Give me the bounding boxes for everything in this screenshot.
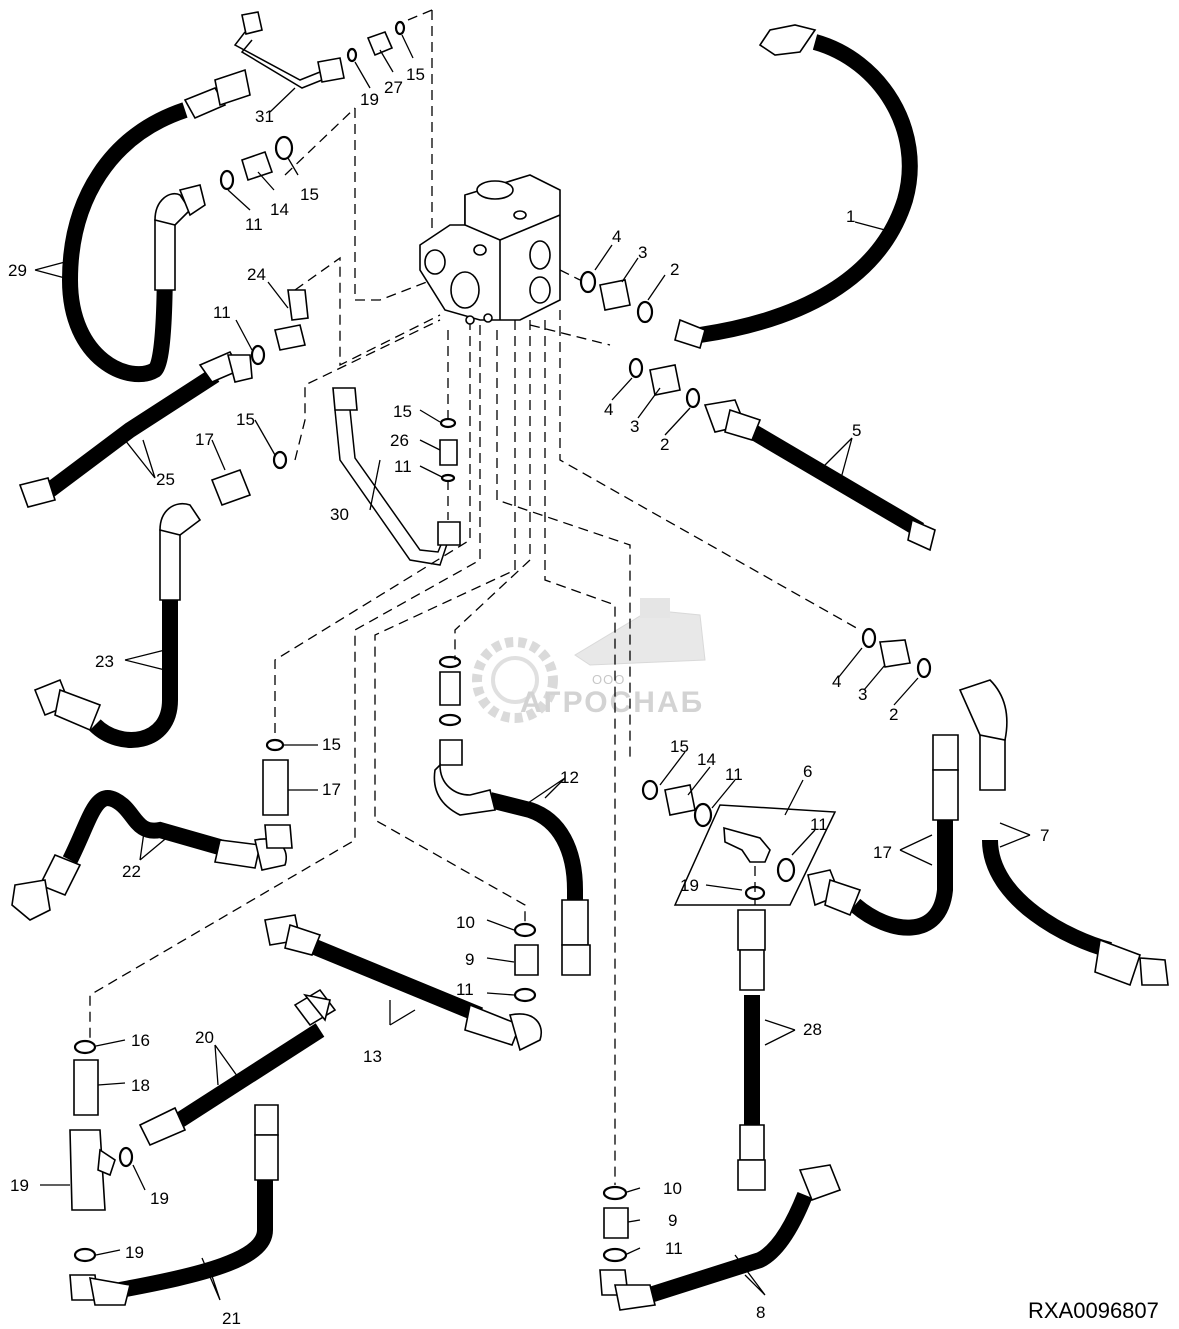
callout-15: 15 — [670, 737, 689, 756]
callout-labels: 1 2 2 2 3 3 3 4 4 4 5 6 7 8 9 9 10 10 11… — [8, 65, 1049, 1328]
callout-31: 31 — [255, 107, 274, 126]
callout-24: 24 — [247, 265, 266, 284]
callout-19: 19 — [360, 90, 379, 109]
fittings — [69, 20, 932, 1263]
callout-23: 23 — [95, 652, 114, 671]
watermark: ООО АГРОСНАБ — [472, 598, 706, 723]
callout-25: 25 — [156, 470, 175, 489]
callout-14: 14 — [697, 750, 716, 769]
callout-2: 2 — [670, 260, 679, 279]
callout-2: 2 — [889, 705, 898, 724]
callout-4: 4 — [604, 400, 613, 419]
tube-30 — [332, 387, 461, 566]
callout-29: 29 — [8, 261, 27, 280]
leader-lines — [34, 34, 1031, 1301]
callout-27: 27 — [384, 78, 403, 97]
callout-17: 17 — [195, 430, 214, 449]
hose-12 — [433, 739, 591, 976]
callout-11: 11 — [394, 457, 412, 476]
callout-30: 30 — [330, 505, 349, 524]
callout-18: 19 — [10, 1176, 29, 1195]
callout-28: 28 — [803, 1020, 822, 1039]
hose-5 — [703, 399, 936, 552]
watermark-name: АГРОСНАБ — [520, 686, 704, 719]
assembly-dashed-lines — [89, 9, 861, 1185]
callout-11: 11 — [456, 980, 474, 999]
callout-21: 21 — [222, 1309, 241, 1328]
hose-29 — [61, 68, 251, 382]
hose-1 — [674, 24, 918, 350]
callout-12: 12 — [560, 768, 579, 787]
callout-13: 13 — [363, 1047, 382, 1066]
callout-19: 19 — [150, 1189, 169, 1208]
callout-10: 10 — [456, 913, 475, 932]
callout-11: 11 — [213, 303, 231, 322]
callout-1: 1 — [846, 207, 855, 226]
tube-31 — [233, 11, 345, 89]
hose-13 — [264, 914, 542, 1052]
hose-28 — [737, 909, 766, 1191]
callout-3: 3 — [638, 243, 647, 262]
hose-7 — [958, 679, 1169, 987]
hose-20 — [138, 988, 337, 1147]
hose-23 — [33, 503, 202, 748]
callout-14: 14 — [270, 200, 289, 219]
hose-8 — [599, 1164, 842, 1311]
callout-11: 11 — [810, 815, 828, 834]
callout-3: 3 — [630, 417, 639, 436]
callout-15: 15 — [300, 185, 319, 204]
callout-2: 2 — [660, 435, 669, 454]
callout-15: 15 — [322, 735, 341, 754]
callout-15: 16 — [131, 1031, 150, 1050]
callout-11: 11 — [245, 215, 263, 234]
watermark-prefix: ООО — [592, 672, 625, 687]
callout-10: 10 — [663, 1179, 682, 1198]
callout-20: 20 — [195, 1028, 214, 1047]
callout-17: 18 — [131, 1076, 150, 1095]
callout-7: 7 — [1040, 826, 1049, 845]
callout-4: 4 — [832, 672, 841, 691]
hose-25 — [18, 350, 253, 508]
callout-3: 3 — [858, 685, 867, 704]
callout-15: 15 — [406, 65, 425, 84]
hose-21 — [69, 1104, 279, 1306]
hose-22 — [11, 790, 287, 921]
callout-9: 9 — [465, 950, 474, 969]
callout-19: 19 — [125, 1243, 144, 1262]
callout-17: 17 — [322, 780, 341, 799]
valve-block — [419, 174, 561, 325]
figure-id: RXA0096807 — [1028, 1298, 1159, 1323]
callout-6: 6 — [803, 762, 812, 781]
callout-19: 19 — [680, 876, 699, 895]
callout-11: 11 — [665, 1239, 683, 1258]
callout-15: 15 — [236, 410, 255, 429]
callout-5: 5 — [852, 421, 861, 440]
callout-26: 26 — [390, 431, 409, 450]
callout-9: 9 — [668, 1211, 677, 1230]
callout-8: 8 — [756, 1303, 765, 1322]
callout-16: 17 — [873, 843, 892, 862]
callout-4: 4 — [612, 227, 621, 246]
callout-15: 15 — [393, 402, 412, 421]
hose-16 — [807, 734, 959, 936]
callout-22: 22 — [122, 862, 141, 881]
callout-11: 11 — [725, 765, 743, 784]
